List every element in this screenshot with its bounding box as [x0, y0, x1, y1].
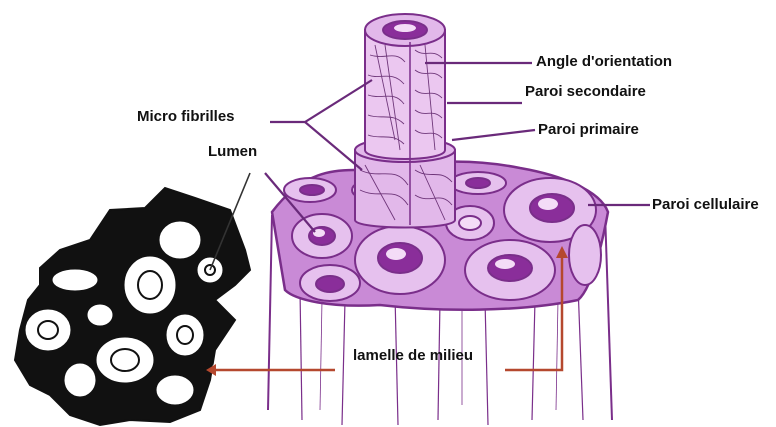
label-secondary-wall: Paroi secondaire [525, 83, 646, 101]
leader-primary [452, 130, 535, 140]
single-fiber [355, 14, 455, 228]
label-primary-wall: Paroi primaire [538, 121, 639, 139]
label-microfibrils: Micro fibrilles [137, 108, 235, 126]
leader-microfibrils-2 [305, 122, 362, 170]
leader-microfibrils-1 [270, 80, 372, 122]
label-middle-lamella: lamelle de milieu [353, 347, 473, 365]
cross-section-detail [15, 188, 250, 425]
label-angle-orientation: Angle d'orientation [536, 53, 672, 71]
label-lumen: Lumen [208, 143, 257, 161]
label-cell-wall: Paroi cellulaire [652, 196, 759, 214]
